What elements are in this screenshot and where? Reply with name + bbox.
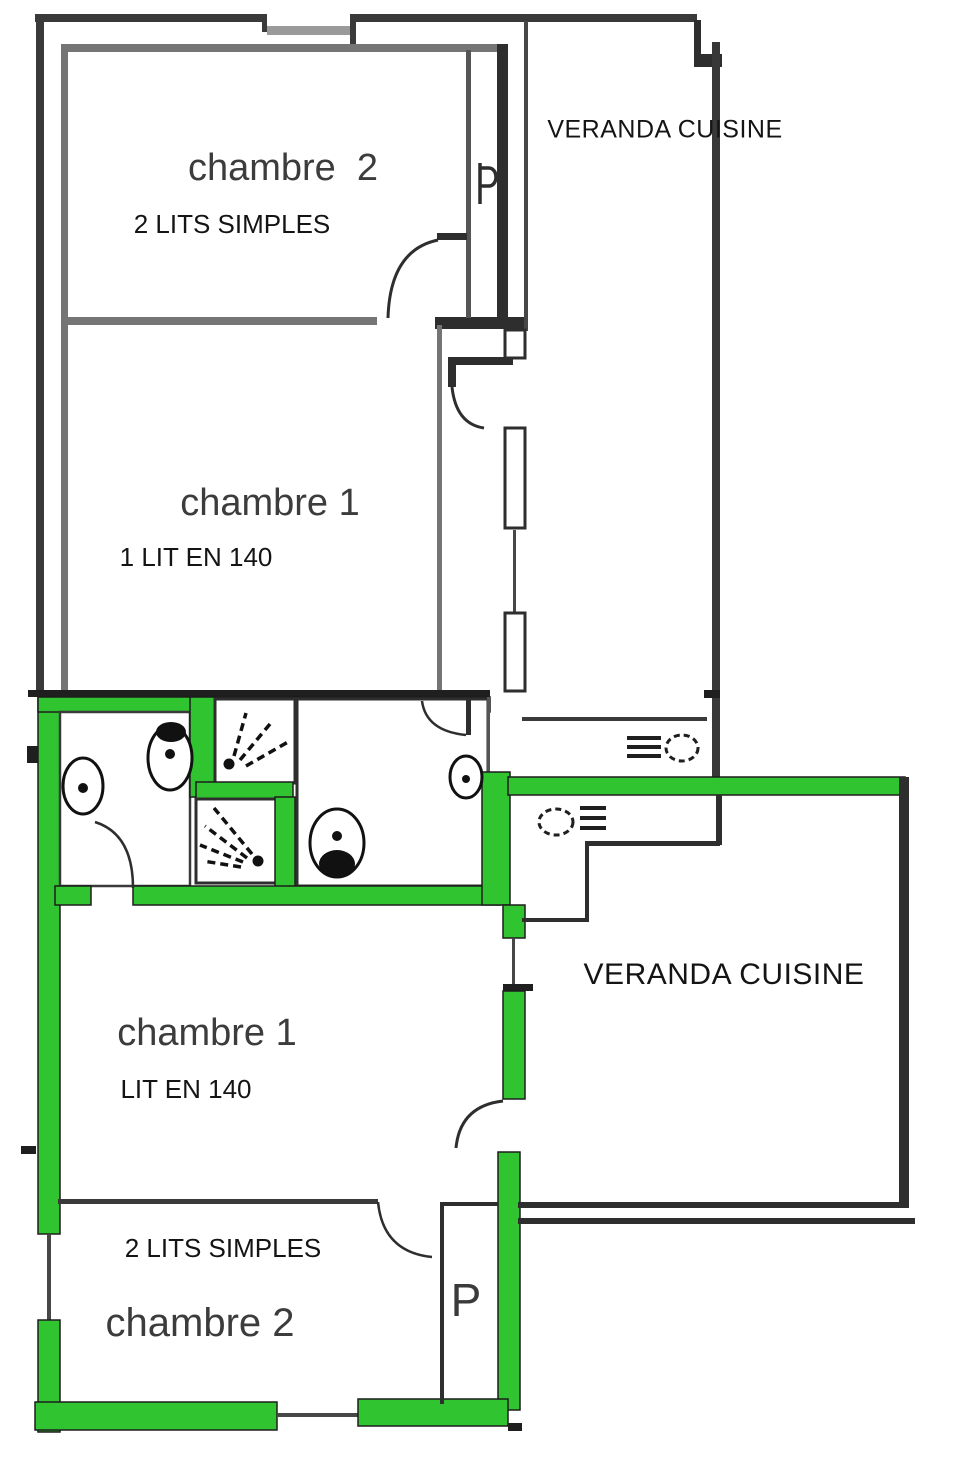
door-jamb: [466, 699, 471, 735]
wall-tick: [27, 746, 38, 763]
shower-head-dot: [252, 855, 264, 867]
closet-p-icon: [478, 163, 498, 204]
green-wall-hall: [132, 885, 501, 906]
beds-label-chambre1-upper: 1 LIT EN 140: [119, 542, 273, 572]
toilet-tank: [319, 850, 355, 878]
stove-burners-icon: [580, 826, 606, 830]
door-arc: [454, 1099, 504, 1149]
wall-top-left: [35, 14, 267, 22]
door-arc: [420, 700, 467, 737]
corner-notch-v: [694, 20, 701, 60]
sink-drain-dot: [462, 775, 470, 783]
door-stub: [451, 357, 513, 365]
veranda-wall-line: [524, 21, 528, 331]
p-closet-label: P: [450, 1274, 482, 1326]
green-wall-chambre1-right: [502, 990, 526, 1100]
room-label-chambre2-upper: chambre 2: [187, 147, 379, 189]
closet-wall-top: [440, 1202, 498, 1206]
wall-tick: [508, 1423, 522, 1431]
beds-label-chambre2-lower: 2 LITS SIMPLES: [124, 1233, 322, 1263]
sink-oval-icon: [537, 807, 575, 837]
shower-spray-icon: [232, 712, 289, 768]
nook-wall-h: [587, 841, 720, 846]
stove-burners-icon: [580, 806, 606, 810]
upper-plan: [28, 14, 722, 779]
door-jamb: [448, 357, 456, 387]
shower-head-dot: [223, 758, 235, 770]
nook-wall-v2: [585, 841, 589, 922]
veranda-wall-right: [899, 777, 909, 1208]
divider-chambre2-black: [435, 317, 527, 329]
green-wall-right-upper: [481, 771, 511, 906]
green-wall-bottom-left: [34, 1401, 278, 1431]
corridor-end-line: [487, 697, 490, 775]
room-label-chambre1-upper: chambre 1: [180, 482, 360, 524]
nook-wall-v: [716, 795, 722, 845]
beds-label-chambre1-lower: LIT EN 140: [120, 1074, 252, 1104]
room-label-chambre1-lower: chambre 1: [117, 1012, 297, 1054]
door-arc: [376, 1201, 433, 1259]
green-wall-hall: [54, 885, 92, 906]
stove-burners-icon: [627, 745, 661, 749]
lower-plan: [21, 696, 915, 1433]
green-wall-shower-right: [274, 796, 296, 890]
corridor-wall-left: [437, 325, 442, 690]
wall-right-tick: [704, 690, 720, 698]
wall-top-inner: [61, 44, 501, 52]
corridor-wall-seg: [503, 426, 527, 530]
closet-wall-left: [440, 1202, 444, 1404]
closet-wall-right: [497, 44, 508, 320]
window-connector-right: [350, 14, 356, 52]
door-leaf-line: [513, 530, 516, 613]
wall-tick: [503, 984, 533, 991]
beds-label-chambre2-upper: 2 LITS SIMPLES: [133, 209, 331, 239]
wall-top-right: [350, 14, 697, 22]
sink-drain-dot: [78, 783, 88, 793]
corridor-wall-seg: [503, 328, 527, 360]
door-arc: [94, 820, 135, 889]
door-leaf-line: [277, 1413, 358, 1417]
room-label-veranda-lower: VERANDA CUISINE: [583, 958, 865, 991]
shower-room-bottom: [194, 797, 278, 885]
door-leaf-line: [47, 1234, 51, 1320]
wall-bottom-black: [28, 690, 490, 697]
door-arc: [386, 238, 439, 319]
veranda-wall-bottom2: [518, 1218, 915, 1224]
wall-right: [712, 42, 720, 779]
window-segment: [267, 26, 350, 35]
sink-oval-icon: [664, 733, 700, 763]
closet-wall-left: [466, 50, 471, 318]
door-leaf-line: [512, 938, 515, 988]
green-wall-left: [37, 696, 61, 1235]
room-label-chambre2-lower: chambre 2: [105, 1301, 295, 1345]
corridor-wall-seg: [503, 611, 527, 693]
wall-tick: [21, 1146, 36, 1154]
divider-chambre2-gray: [61, 317, 377, 325]
stove-burners-icon: [627, 754, 661, 758]
veranda-wall-bottom: [518, 1202, 908, 1208]
counter-line: [522, 717, 707, 721]
stove-burners-icon: [580, 816, 606, 820]
wall-left-outer: [36, 14, 44, 693]
toilet-dot: [332, 831, 342, 841]
chambre2-top-wall: [58, 1199, 378, 1204]
shower-spray-icon: [199, 806, 254, 869]
toilet-dot: [165, 749, 175, 759]
shower-room-top: [213, 697, 297, 785]
door-arc: [450, 386, 485, 430]
green-wall-kitchen-band: [507, 776, 906, 796]
green-wall-bottom-right: [357, 1398, 509, 1427]
green-wall-chambre2-right: [497, 1151, 521, 1411]
green-wall-chambre1-right: [502, 904, 526, 939]
room-label-veranda-upper: VERANDA CUISINE: [547, 115, 783, 144]
door-stub: [437, 233, 467, 240]
wall-left-inner: [61, 44, 68, 690]
stove-burners-icon: [627, 736, 661, 740]
window-connector-left: [262, 14, 267, 32]
nook-wall-h2: [522, 918, 587, 922]
toilet-tank: [156, 722, 186, 742]
